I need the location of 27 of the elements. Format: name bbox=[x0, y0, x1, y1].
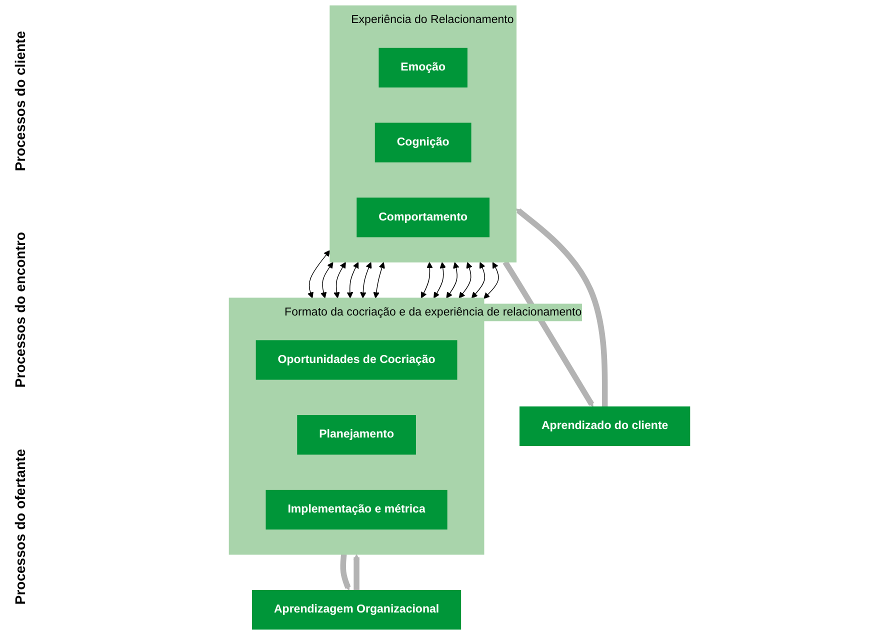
arrow bbox=[458, 262, 472, 298]
node-box: Comportamento bbox=[356, 198, 490, 238]
arrow bbox=[471, 262, 486, 298]
arrow bbox=[420, 262, 433, 298]
arrow bbox=[320, 262, 334, 298]
side-label: Processos do encontro bbox=[12, 232, 28, 388]
node-box: Oportunidades de Cocriação bbox=[256, 340, 458, 380]
arrow bbox=[334, 262, 346, 298]
arrow bbox=[434, 262, 446, 298]
node-box: Emoção bbox=[378, 48, 468, 88]
node-box: Implementação e métrica bbox=[266, 490, 448, 530]
arrow bbox=[346, 262, 359, 298]
arrow bbox=[502, 260, 594, 408]
node-box: Planejamento bbox=[297, 415, 416, 455]
side-label: Processos do ofertante bbox=[12, 448, 28, 604]
arrow bbox=[360, 262, 372, 298]
node-box: Cognição bbox=[374, 122, 472, 162]
node-box: Aprendizado do cliente bbox=[520, 406, 690, 446]
arrow bbox=[307, 250, 330, 298]
side-label: Processos do cliente bbox=[12, 30, 28, 171]
arrow bbox=[373, 262, 385, 298]
arrow bbox=[516, 208, 608, 407]
node-box: Aprendizagem Organizacional bbox=[252, 590, 462, 630]
arrow bbox=[340, 554, 351, 591]
arrow bbox=[353, 554, 360, 590]
arrow bbox=[484, 262, 499, 299]
arrow bbox=[446, 262, 460, 298]
